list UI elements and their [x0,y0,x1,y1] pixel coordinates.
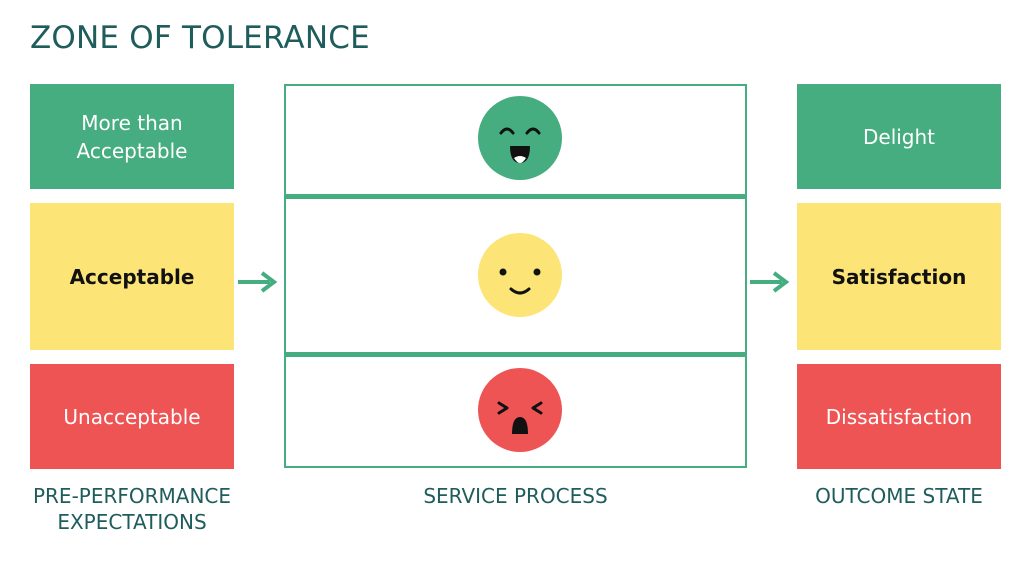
outcome-dissatisfaction-label: Dissatisfaction [825,404,973,429]
outcome-delight: Delight [797,84,1001,189]
neutral-smile-face-icon [478,233,562,317]
caption-service-process: SERVICE PROCESS [423,484,608,508]
happy-face-icon [478,96,562,180]
expectation-unacceptable-label: Unacceptable [63,404,201,429]
expectation-unacceptable: Unacceptable [30,364,234,469]
outcome-satisfaction-label: Satisfaction [831,264,967,289]
expectation-acceptable: Acceptable [30,203,234,350]
right-arrow-icon [238,271,278,293]
service-process-frame [284,84,747,468]
outcome-dissatisfaction: Dissatisfaction [797,364,1001,469]
caption-outcome-state: OUTCOME STATE [815,484,983,508]
expectation-more-than-acceptable-label: More than Acceptable [76,110,188,163]
angry-face-icon [478,368,562,452]
page-title: ZONE OF TOLERANCE [30,20,370,56]
caption-pre-performance-line1: PRE-PERFORMANCE [32,484,232,508]
outcome-satisfaction: Satisfaction [797,203,1001,350]
caption-pre-performance-expectations: PRE-PERFORMANCE EXPECTATIONS [10,483,254,535]
process-divider [284,194,747,199]
process-divider [284,352,747,357]
caption-pre-performance-line2: EXPECTATIONS [57,510,207,534]
expectation-acceptable-label: Acceptable [69,264,195,289]
right-arrow-icon [750,271,790,293]
outcome-delight-label: Delight [862,124,936,149]
expectation-more-than-acceptable: More than Acceptable [30,84,234,189]
